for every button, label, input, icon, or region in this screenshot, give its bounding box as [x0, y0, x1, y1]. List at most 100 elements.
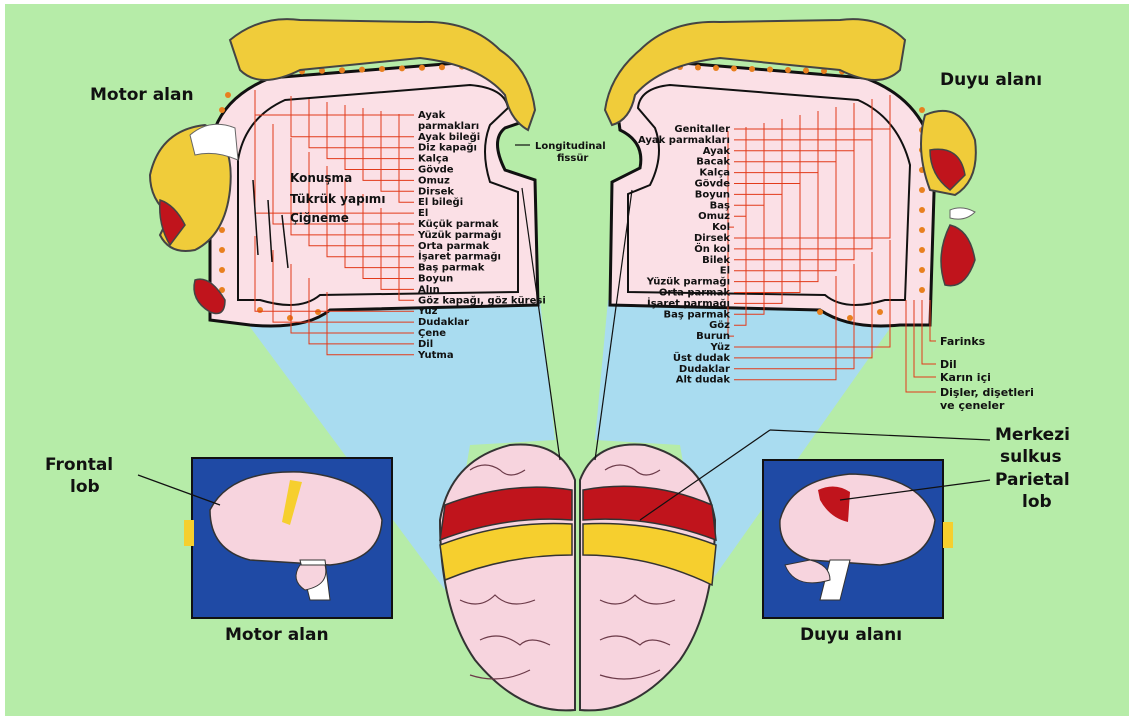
cortex-dot [287, 315, 293, 321]
motor-body-part-label: Yüz [417, 306, 438, 317]
sensory-area-title: Duyu alanı [940, 70, 1042, 90]
motor-body-part-label: İşaret parmağı [418, 249, 501, 263]
cortex-dot [785, 67, 791, 73]
motor-inset-panel [184, 458, 392, 618]
cortex-dot [439, 64, 445, 70]
motor-body-part-label: Dirsek [418, 186, 454, 197]
cortex-dot [767, 67, 773, 73]
motor-face-label: Tükrük yapımı [290, 192, 385, 206]
frontal-lobe-label-line1: Frontal [45, 455, 113, 475]
sensory-body-part-label: Göz [709, 320, 730, 331]
cortex-dot [315, 309, 321, 315]
sensory-right-label: Dil [940, 358, 957, 371]
sensory-body-part-label: Ön kol [694, 241, 730, 255]
motor-body-part-label: Küçük parmak [418, 219, 499, 230]
cortex-dot [225, 92, 231, 98]
sensory-right-label: Karın içi [940, 371, 991, 384]
sensory-body-part-label: Kalça [699, 168, 730, 179]
motor-body-part-label: Boyun [418, 274, 453, 285]
motor-body-part-label: Alın [418, 284, 440, 295]
frontal-lobe-label-line2: lob [70, 477, 100, 497]
central-sulcus-label-line1: Merkezi [995, 425, 1070, 445]
motor-body-part-label: Ayak [418, 110, 446, 121]
sensory-body-part-label: Alt dudak [676, 375, 731, 386]
cortex-dot [419, 65, 425, 71]
motor-body-part-label: Dudaklar [418, 317, 469, 328]
cortex-dot [219, 267, 225, 273]
cortex-dot [803, 68, 809, 74]
sensory-body-part-label: El [720, 266, 730, 277]
motor-face-label: Çiğneme [290, 211, 349, 225]
cortex-dot [919, 287, 925, 293]
sensory-body-part-label: Bilek [702, 255, 730, 266]
motor-body-part-label: Omuz [418, 175, 450, 186]
longitudinal-fissure-label-line2: fissür [557, 153, 588, 164]
sensory-body-part-label: Dirsek [694, 233, 730, 244]
motor-body-part-label: El bileği [418, 196, 463, 208]
cortex-dot [919, 267, 925, 273]
cortex-dot [919, 187, 925, 193]
cortex-dot [339, 67, 345, 73]
cortex-dot [399, 65, 405, 71]
sensory-body-part-label: Kol [712, 222, 730, 233]
sensory-right-label: ve çeneler [940, 399, 1005, 412]
cortex-dot [219, 107, 225, 113]
motor-area-title: Motor alan [90, 85, 194, 105]
sensory-body-part-label: Boyun [695, 189, 730, 200]
cortex-dot [749, 66, 755, 72]
sensory-right-label: Dişler, dişetleri [940, 386, 1034, 399]
motor-body-part-label: Kalça [418, 154, 449, 165]
sensory-body-part-label: Dudaklar [679, 364, 730, 375]
cortex-dot [877, 309, 883, 315]
cortex-dot [847, 315, 853, 321]
sensory-inset-panel [763, 460, 953, 618]
cortex-dot [219, 227, 225, 233]
sensory-panel-caption: Duyu alanı [800, 625, 902, 645]
sensory-body-part-label: İşaret parmağı [647, 295, 730, 309]
sensory-body-part-label: Üst dudak [673, 350, 731, 364]
motor-body-part-label: Yüzük parmağı [417, 229, 501, 241]
cortex-dot [379, 66, 385, 72]
cortex-dot [919, 107, 925, 113]
cortex-dot [695, 65, 701, 71]
cortex-dot [731, 66, 737, 72]
sensory-body-part-label: Burun [696, 331, 730, 342]
cortex-dot [219, 247, 225, 253]
sensory-body-part-label: Genitaller [674, 124, 730, 135]
cortex-dot [257, 307, 263, 313]
cortex-dot [713, 65, 719, 71]
sensory-body-part-label: Bacak [696, 157, 730, 168]
longitudinal-fissure-label-line1: Longitudinal [535, 141, 606, 152]
cortex-dot [817, 309, 823, 315]
sensory-body-part-label: Yüz [710, 342, 731, 353]
cortex-dot [919, 207, 925, 213]
central-sulcus-label-line2: sulkus [1000, 447, 1062, 467]
cortex-dot [359, 67, 365, 73]
motor-face-label: Konuşma [290, 171, 352, 185]
motor-body-part-label: Yutma [417, 350, 454, 361]
motor-body-part-label: Baş parmak [418, 263, 485, 274]
sensory-body-part-label: Gövde [694, 179, 730, 190]
motor-body-part-label: Gövde [418, 165, 454, 176]
sensory-body-part-label: Ayak parmakları [638, 135, 730, 146]
motor-body-part-label: parmakları [418, 121, 479, 132]
cortex-dot [919, 227, 925, 233]
motor-body-part-label: Dil [418, 339, 433, 350]
motor-body-part-label: El [418, 208, 428, 219]
motor-body-part-label: Göz kapağı, göz küresi [418, 294, 546, 306]
cortex-dot [919, 247, 925, 253]
motor-body-part-label: Ayak bileği [418, 131, 480, 143]
motor-body-part-label: Orta parmak [418, 241, 489, 252]
motor-body-part-label: Çene [418, 328, 446, 339]
motor-panel-caption: Motor alan [225, 625, 329, 645]
sensory-body-part-label: Orta parmak [659, 288, 730, 299]
sensory-body-part-label: Baş [710, 200, 730, 211]
sensory-body-part-label: Omuz [698, 211, 730, 222]
sensory-body-part-label: Baş parmak [664, 309, 731, 320]
sensory-body-part-label: Yüzük parmağı [646, 276, 730, 288]
parietal-lobe-label-line1: Parietal [995, 470, 1070, 490]
motor-body-part-label: Diz kapağı [418, 142, 477, 154]
parietal-lobe-label-line2: lob [1022, 492, 1052, 512]
sensory-right-label: Farinks [940, 335, 986, 348]
